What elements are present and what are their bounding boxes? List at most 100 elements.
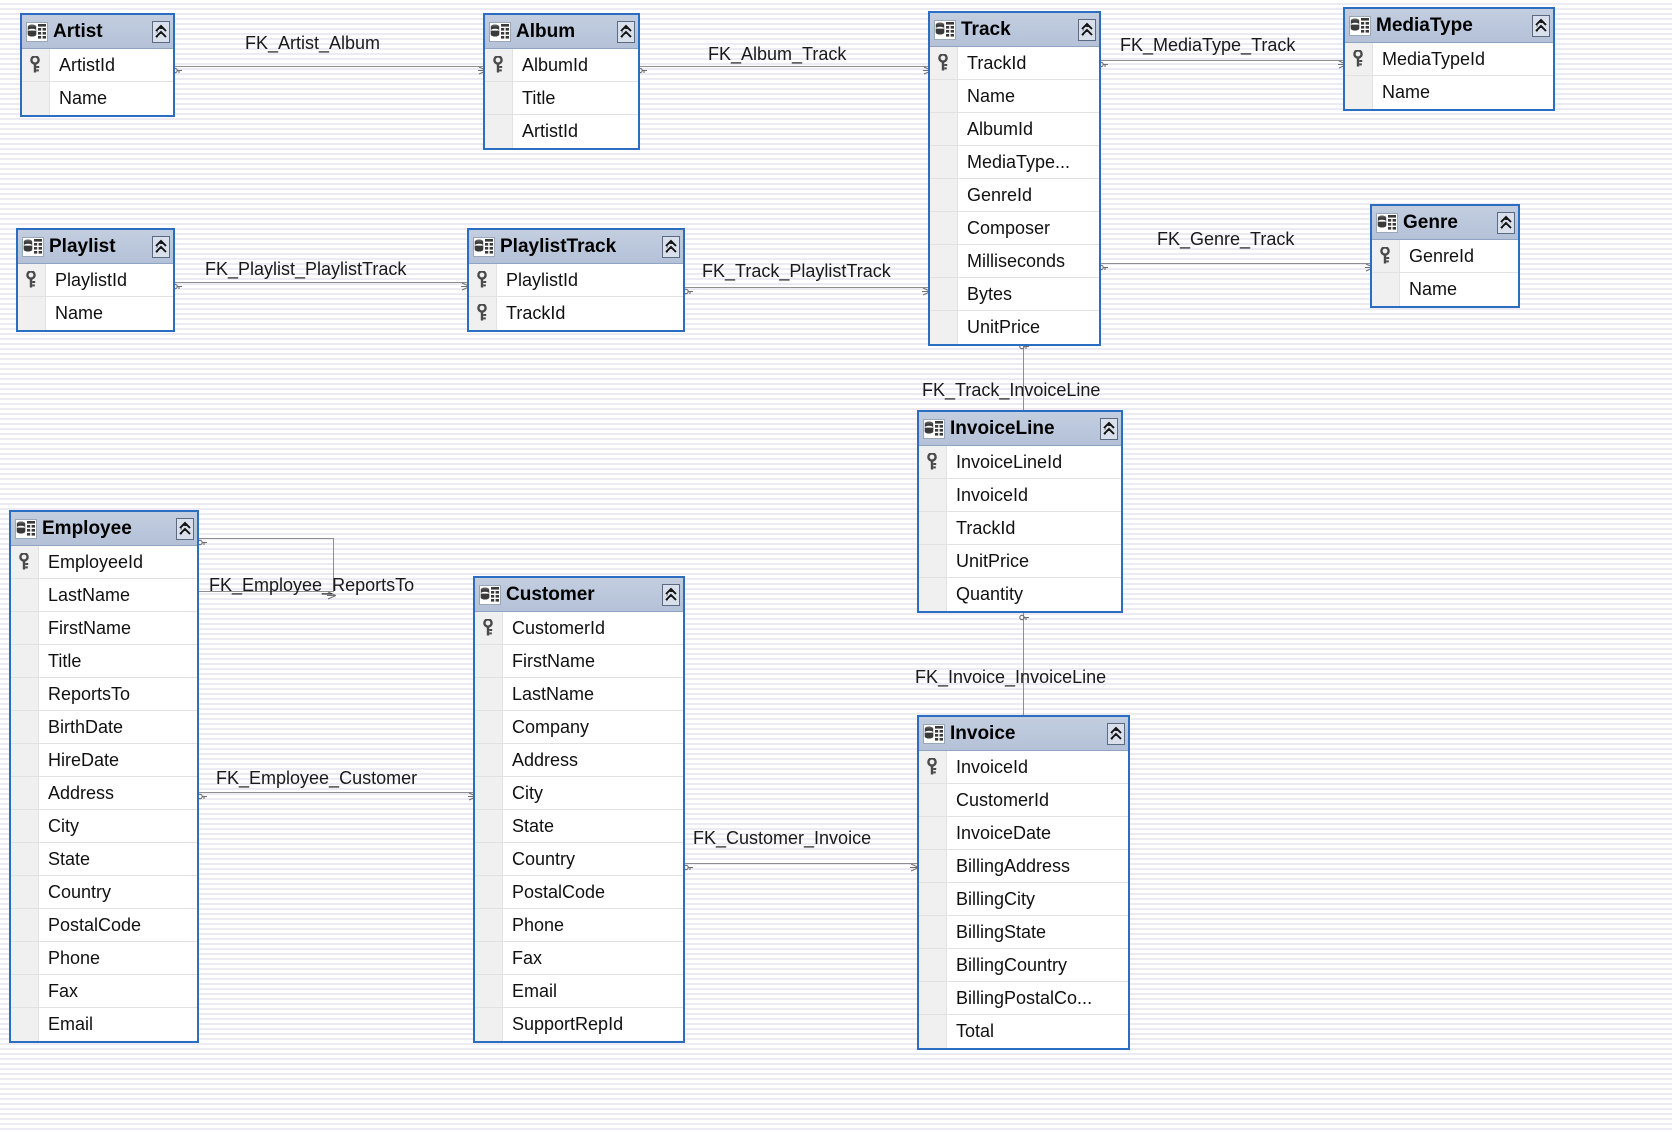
- table-row[interactable]: PostalCode: [11, 909, 197, 942]
- table-row[interactable]: Quantity: [919, 578, 1121, 611]
- table-header[interactable]: MediaType: [1345, 9, 1553, 43]
- table-row[interactable]: ArtistId: [485, 115, 638, 148]
- table-row[interactable]: CustomerId: [919, 784, 1128, 817]
- table-row[interactable]: State: [475, 810, 683, 843]
- table-row[interactable]: TrackId: [469, 297, 683, 330]
- collapse-chevrons-icon[interactable]: [1107, 722, 1125, 745]
- table-row[interactable]: FirstName: [11, 612, 197, 645]
- table-header[interactable]: Album: [485, 15, 638, 49]
- collapse-chevrons-icon[interactable]: [152, 235, 170, 258]
- table-row[interactable]: SupportRepId: [475, 1008, 683, 1041]
- table-row[interactable]: LastName: [475, 678, 683, 711]
- collapse-chevrons-icon[interactable]: [1532, 14, 1550, 37]
- relationship-line[interactable]: [174, 66, 485, 67]
- collapse-chevrons-icon[interactable]: [662, 583, 680, 606]
- relationship-label[interactable]: FK_Track_InvoiceLine: [922, 380, 1101, 400]
- table-row[interactable]: Address: [11, 777, 197, 810]
- relationship-label[interactable]: FK_Playlist_PlaylistTrack: [205, 259, 407, 279]
- table-header[interactable]: Artist: [22, 15, 173, 49]
- table-row[interactable]: Total: [919, 1015, 1128, 1048]
- collapse-chevrons-icon[interactable]: [152, 20, 170, 43]
- collapse-chevrons-icon[interactable]: [1078, 18, 1096, 41]
- relationship-line[interactable]: [1100, 60, 1345, 61]
- table-row[interactable]: City: [475, 777, 683, 810]
- table-row[interactable]: EmployeeId: [11, 546, 197, 579]
- table-row[interactable]: MediaTypeId: [1345, 43, 1553, 76]
- table-row[interactable]: LastName: [11, 579, 197, 612]
- relationship-line[interactable]: [174, 282, 468, 283]
- table-row[interactable]: PostalCode: [475, 876, 683, 909]
- relationship-label[interactable]: FK_Album_Track: [708, 44, 847, 64]
- table-row[interactable]: GenreId: [1372, 240, 1518, 273]
- relationship-label[interactable]: FK_Genre_Track: [1157, 229, 1295, 249]
- table-row[interactable]: Name: [22, 82, 173, 115]
- table-row[interactable]: InvoiceId: [919, 751, 1128, 784]
- table-row[interactable]: State: [11, 843, 197, 876]
- table-row[interactable]: AlbumId: [485, 49, 638, 82]
- table-row[interactable]: UnitPrice: [930, 311, 1099, 344]
- table-row[interactable]: Name: [18, 297, 173, 330]
- table-row[interactable]: PlaylistId: [18, 264, 173, 297]
- table-row[interactable]: Fax: [475, 942, 683, 975]
- table-row[interactable]: Title: [485, 82, 638, 115]
- table-row[interactable]: Country: [11, 876, 197, 909]
- table-row[interactable]: BillingCountry: [919, 949, 1128, 982]
- table-row[interactable]: PlaylistId: [469, 264, 683, 297]
- table-header[interactable]: Genre: [1372, 206, 1518, 240]
- table-row[interactable]: Email: [11, 1008, 197, 1041]
- table-row[interactable]: Phone: [11, 942, 197, 975]
- table-row[interactable]: TrackId: [919, 512, 1121, 545]
- relationship-line[interactable]: [199, 538, 334, 539]
- table-header[interactable]: Invoice: [919, 717, 1128, 751]
- table-header[interactable]: Playlist: [18, 230, 173, 264]
- collapse-chevrons-icon[interactable]: [662, 235, 680, 258]
- collapse-chevrons-icon[interactable]: [176, 517, 194, 540]
- table-row[interactable]: ReportsTo: [11, 678, 197, 711]
- table-row[interactable]: Bytes: [930, 278, 1099, 311]
- table-row[interactable]: InvoiceDate: [919, 817, 1128, 850]
- table-row[interactable]: BillingState: [919, 916, 1128, 949]
- relationship-label[interactable]: FK_Employee_Customer: [216, 768, 418, 788]
- relationship-line[interactable]: [685, 287, 929, 288]
- table-row[interactable]: Milliseconds: [930, 245, 1099, 278]
- table-row[interactable]: Company: [475, 711, 683, 744]
- relationship-line[interactable]: [685, 863, 917, 864]
- collapse-chevrons-icon[interactable]: [1100, 417, 1118, 440]
- table-row[interactable]: ArtistId: [22, 49, 173, 82]
- table-row[interactable]: Email: [475, 975, 683, 1008]
- table-header[interactable]: Track: [930, 13, 1099, 47]
- table-row[interactable]: Composer: [930, 212, 1099, 245]
- relationship-line[interactable]: [1023, 611, 1024, 716]
- relationship-label[interactable]: FK_Artist_Album: [245, 33, 381, 53]
- relationship-line[interactable]: [639, 66, 930, 67]
- table-row[interactable]: Phone: [475, 909, 683, 942]
- table-row[interactable]: Title: [11, 645, 197, 678]
- table-row[interactable]: GenreId: [930, 179, 1099, 212]
- relationship-line[interactable]: [199, 792, 475, 793]
- table-row[interactable]: Address: [475, 744, 683, 777]
- relationship-label[interactable]: FK_Invoice_InvoiceLine: [915, 667, 1107, 687]
- table-row[interactable]: FirstName: [475, 645, 683, 678]
- relationship-label[interactable]: FK_Employee_ReportsTo: [209, 575, 415, 595]
- table-row[interactable]: InvoiceLineId: [919, 446, 1121, 479]
- relationship-line[interactable]: [199, 591, 334, 592]
- relationship-line[interactable]: [1023, 340, 1024, 410]
- table-row[interactable]: BillingAddress: [919, 850, 1128, 883]
- table-row[interactable]: Country: [475, 843, 683, 876]
- table-header[interactable]: PlaylistTrack: [469, 230, 683, 264]
- table-row[interactable]: Fax: [11, 975, 197, 1008]
- table-row[interactable]: HireDate: [11, 744, 197, 777]
- table-row[interactable]: Name: [1345, 76, 1553, 109]
- relationship-line[interactable]: [1100, 263, 1372, 264]
- relationship-line[interactable]: [333, 538, 334, 592]
- table-row[interactable]: BillingCity: [919, 883, 1128, 916]
